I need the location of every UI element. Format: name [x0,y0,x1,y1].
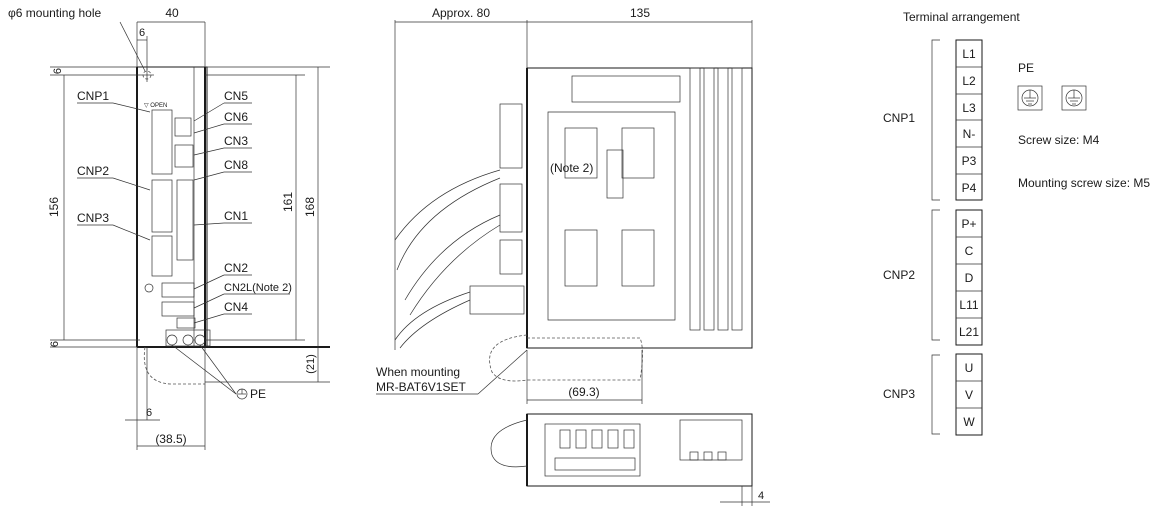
side-view: Approx. 80 135 (Note 2) [376,6,753,404]
pe-terminal-icon-1 [1017,85,1043,111]
mounting-screw-size: Mounting screw size: M5 [1018,176,1150,190]
battery-outline [143,346,205,385]
bracket-cnp1 [931,39,940,201]
pin-u: U [965,361,974,375]
pin-l11: L11 [959,298,978,312]
screw-size: Screw size: M4 [1018,133,1100,147]
cnp3-block [955,353,983,436]
heatsink-fin [689,67,701,331]
label-cn3: CN3 [224,134,248,148]
mounting-hole-leader [119,21,146,72]
pin-l21: L21 [959,325,979,339]
label-cn6: CN6 [224,110,248,124]
bracket-cnp2 [931,209,940,341]
front-connector-blocks [144,109,196,329]
heatsink-fin [717,67,729,331]
pin-w: W [963,415,975,429]
dim-21-label: (21) [305,354,317,374]
pe-leader-2 [199,344,237,395]
label-cn2l: CN2L(Note 2) [224,282,292,294]
dim-hole-offset-label: 6 [139,27,145,39]
dim-top-margin-label: 6 [52,68,64,74]
pin-l3: L3 [962,101,976,115]
pe-leader-1 [171,344,237,395]
side-body-outline [526,67,753,349]
group-label-cnp3: CNP3 [883,387,915,401]
battery-outline-side [489,334,643,382]
dim-bottom-6-label: 6 [146,407,152,419]
cable [394,291,471,341]
terminal-title: Terminal arrangement [903,10,1020,24]
heatsink-fin [731,67,743,331]
cnp2-block [955,209,983,346]
pe-terminal-icon-2 [1061,85,1087,111]
pin-d: D [965,271,974,285]
pin-p3: P3 [962,154,977,168]
dim-38-5-label: (38.5) [155,432,186,446]
bracket-cnp3 [931,354,940,435]
battery-label-line2: MR-BAT6V1SET [376,380,466,394]
heatsink-fin [703,67,715,331]
pe-screw-icon-2 [182,334,194,346]
battery-leader [477,349,528,395]
terminal-arrangement: Terminal arrangement CNP1 CNP2 CNP3 L1 L… [883,10,1150,436]
battery-cable-bottom [490,419,528,468]
dim-bottom-margin-label: 6 [49,341,61,347]
cable [396,177,501,271]
battery-label-line1: When mounting [376,365,460,379]
open-label: ▽ OPEN [144,103,167,109]
dim-width-label: 40 [165,6,179,20]
mounting-hole-label: φ6 mounting hole [8,6,102,20]
cable [404,214,501,301]
dim-69-3-label: (69.3) [568,385,599,399]
label-cnp1: CNP1 [77,89,109,103]
label-cn2: CN2 [224,261,248,275]
label-cn1: CN1 [224,209,248,223]
label-cn4: CN4 [224,300,248,314]
dim-hole-pitch-label: 156 [47,197,61,217]
dim-161-label: 161 [281,192,295,212]
pe-title: PE [1018,61,1034,75]
group-label-cnp1: CNP1 [883,111,915,125]
pin-c: C [965,244,974,258]
label-cn5: CN5 [224,89,248,103]
cable [394,169,501,241]
note-2-label: (Note 2) [550,161,593,175]
dim-approx-80-label: Approx. 80 [432,6,490,20]
label-cnp2: CNP2 [77,164,109,178]
pin-l1: L1 [962,47,976,61]
dim-height-label: 168 [303,197,317,217]
label-cn8: CN8 [224,158,248,172]
pin-v: V [965,388,973,402]
pin-p4: P4 [962,181,977,195]
circuit-board-outline [547,111,676,321]
bottom-body-outline [526,413,753,487]
group-label-cnp2: CNP2 [883,268,915,282]
cable [399,299,471,349]
pe-label: PE [250,387,266,401]
bottom-view: 4 [490,413,770,506]
cable [409,224,501,316]
label-cnp3: CNP3 [77,211,109,225]
pin-n: N- [963,127,976,141]
dim-depth-label: 135 [630,6,650,20]
pin-l2: L2 [962,74,976,88]
front-view: 40 φ6 mounting hole 6 6 156 6 161 168 (2… [8,6,330,450]
dim-4-label: 4 [758,490,764,502]
pin-p-plus: P+ [961,217,976,231]
